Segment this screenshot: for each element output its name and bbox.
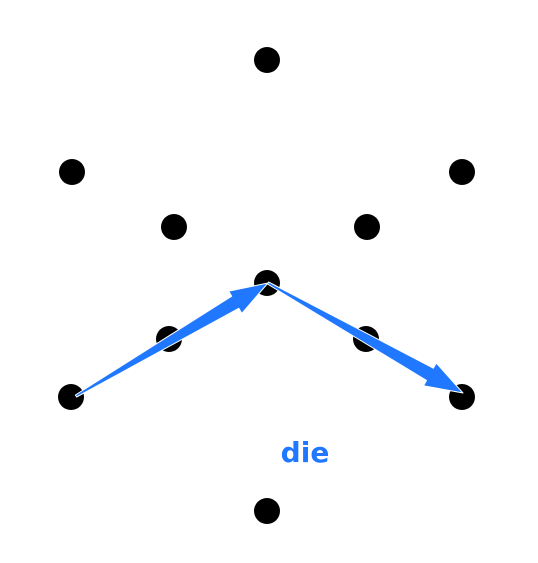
dot-bottom <box>254 498 280 524</box>
diagram-label: die <box>281 436 330 469</box>
dot-upper-left <box>59 159 85 185</box>
dot-top <box>254 47 280 73</box>
dot-inner-upper-right <box>354 214 380 240</box>
dot-lower-left <box>58 384 84 410</box>
arrow-left-to-center <box>74 282 269 398</box>
dot-inner-upper-left <box>161 214 187 240</box>
arrow-center-to-right <box>266 281 464 394</box>
dot-upper-right <box>449 159 475 185</box>
